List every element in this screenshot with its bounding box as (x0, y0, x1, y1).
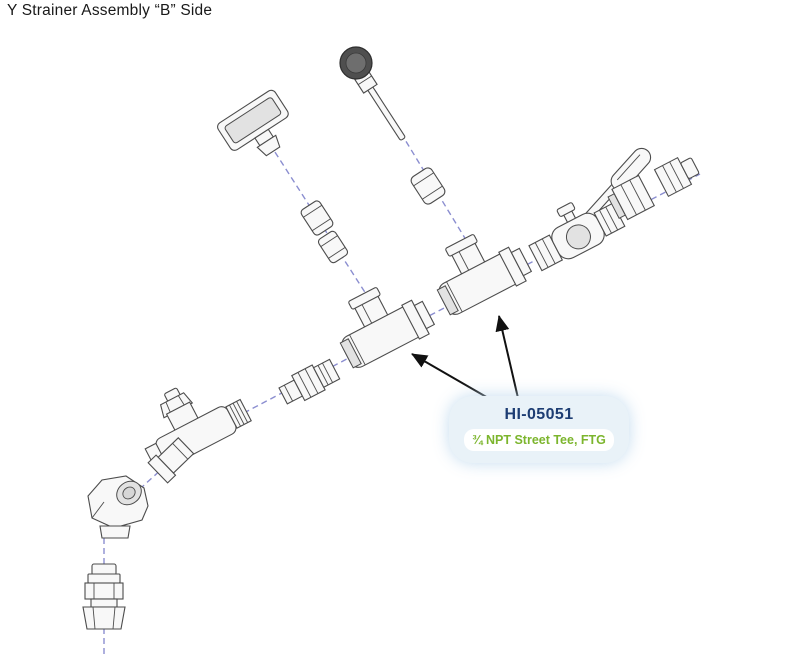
street-tee-1-part (339, 287, 436, 369)
page-title: Y Strainer Assembly “B” Side (7, 2, 213, 19)
coupling-part (300, 200, 334, 236)
street-tee-2-part (436, 234, 533, 316)
elbow-90-part (87, 475, 149, 539)
coupling-part (317, 230, 349, 264)
hex-plug-part (653, 156, 700, 198)
callout-arrows (411, 315, 519, 407)
part-name-pill: ¾ NPT Street Tee, FTG (464, 429, 614, 451)
part-name-label: ¾ NPT Street Tee, FTG (472, 433, 606, 447)
hex-coupling-part (607, 174, 656, 221)
y-strainer-part (144, 387, 252, 484)
part-callout: HI-05051 ¾ NPT Street Tee, FTG (449, 396, 629, 463)
arrow-to-tee-2 (495, 315, 519, 399)
hex-nipple-part (278, 358, 341, 405)
assembly-centerlines (103, 55, 701, 654)
part-number-label: HI-05051 (504, 406, 574, 423)
thermometer-part (339, 46, 406, 141)
gauge-head-part (217, 89, 289, 157)
hose-fitting-part (82, 563, 126, 630)
coupling-part (410, 167, 446, 205)
